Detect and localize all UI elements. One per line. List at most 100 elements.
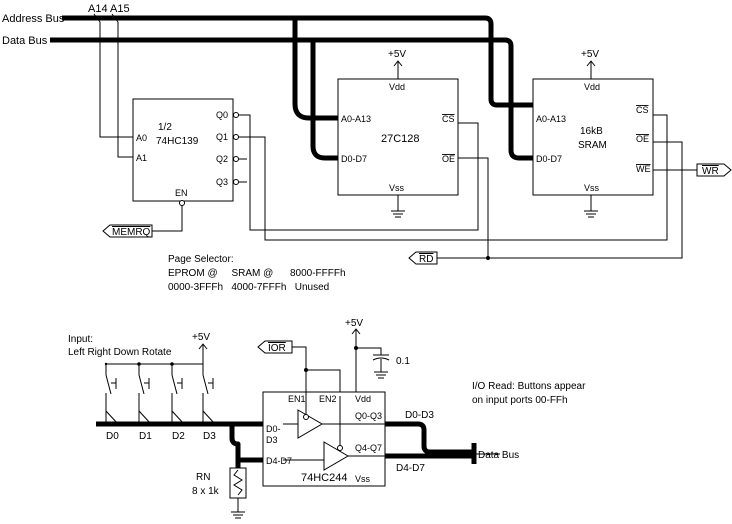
rd-tag xyxy=(408,251,438,265)
eprom-data: D0-D7 xyxy=(341,154,367,164)
eprom-supply-arrow xyxy=(393,60,403,79)
buffer-en2: EN2 xyxy=(319,394,337,404)
buffer-out-low: Q0-Q3 xyxy=(355,411,382,421)
decoder-q2: Q2 xyxy=(216,154,228,164)
sram-vss: Vss xyxy=(584,183,600,193)
button-supply-rail xyxy=(106,358,204,365)
address-taps xyxy=(93,13,133,158)
decoder-q0: Q0 xyxy=(216,110,228,120)
q1-bubble xyxy=(233,134,239,140)
ior-enable-wire xyxy=(292,346,341,392)
page-selector-row2: 0000-3FFFh 4000-7FFFh Unused xyxy=(168,282,329,293)
memrq-label: MEMRQ xyxy=(112,227,151,238)
eprom-oe: OE xyxy=(442,154,455,164)
rd-label: RD xyxy=(419,254,433,265)
data-bus-top xyxy=(50,37,533,161)
sram-oe: OE xyxy=(636,134,649,144)
ior-label: IOR xyxy=(268,343,286,354)
decoupling-cap xyxy=(355,343,390,392)
eprom-ground xyxy=(391,195,405,218)
buffer-vdd: Vdd xyxy=(355,394,371,404)
a14-label: A14 xyxy=(88,3,108,15)
eprom-vss: Vss xyxy=(389,183,405,193)
buffer-in-low-a: D0- xyxy=(266,424,281,434)
rn-ground xyxy=(231,498,245,519)
output-bus-d0-d3 xyxy=(385,421,474,455)
q0-bubble xyxy=(233,112,239,118)
eprom-supply: +5V xyxy=(388,49,406,60)
sram-label-1: 16kB xyxy=(580,126,603,137)
en1-bubble xyxy=(303,414,309,420)
sram-vdd: Vdd xyxy=(584,82,600,92)
input-bus-d4-d7 xyxy=(229,424,263,463)
cap-value: 0.1 xyxy=(396,356,410,367)
sram-supply: +5V xyxy=(581,49,599,60)
page-selector-row1: EPROM @ SRAM @ 8000-FFFFh xyxy=(168,268,346,279)
input-title: Input: xyxy=(68,334,93,345)
decoder-en: EN xyxy=(175,188,188,198)
input-supply: +5V xyxy=(192,332,210,343)
input-subtitle: Left Right Down Rotate xyxy=(68,347,172,358)
rn-value: 8 x 1k xyxy=(192,486,220,497)
buffer-in-low-b: D3 xyxy=(266,435,278,445)
memrq-tag xyxy=(102,224,153,238)
decoder-74hc139 xyxy=(132,98,234,202)
input-d1: D1 xyxy=(139,431,152,442)
wire-q0-eprom-cs xyxy=(238,114,479,231)
wire-rd-sram-oe xyxy=(488,141,683,259)
wire-rd-eprom-oe xyxy=(437,157,489,259)
output-data-bus-label: Data Bus xyxy=(478,450,519,461)
rn-label: RN xyxy=(196,472,210,483)
wire-q1-sram-cs xyxy=(238,114,668,241)
address-bus-label: Address Bus xyxy=(2,13,65,25)
eprom-name: 27C128 xyxy=(381,133,420,145)
eprom-cs: CS xyxy=(442,114,455,124)
sram-cs: CS xyxy=(636,105,649,115)
q2-bubble xyxy=(233,156,239,162)
cap-junction xyxy=(354,346,358,350)
a15-label: A15 xyxy=(110,3,130,15)
address-bus xyxy=(62,15,533,121)
sram-label-2: SRAM xyxy=(578,140,607,151)
decoder-label-1: 1/2 xyxy=(158,122,172,133)
sram-ground xyxy=(584,195,598,218)
buffer-supply-arrow xyxy=(351,328,361,343)
en-bubble xyxy=(179,200,185,206)
rd-junction xyxy=(486,256,490,260)
buffer-supply: +5V xyxy=(345,318,363,329)
decoder-label-2: 74HC139 xyxy=(156,136,199,147)
buffer-in-high: D4-D7 xyxy=(266,456,292,466)
buffer-name: 74HC244 xyxy=(301,472,347,484)
page-selector-title: Page Selector: xyxy=(168,254,234,265)
decoder-a1: A1 xyxy=(136,153,147,163)
data-bus-label: Data Bus xyxy=(2,35,48,47)
io-note-line2: on input ports 00-FFh xyxy=(472,395,568,406)
eprom-vdd: Vdd xyxy=(389,82,405,92)
sram-supply-arrow xyxy=(586,60,596,79)
decoder-q1: Q1 xyxy=(216,132,228,142)
resistor-zigzag xyxy=(233,469,243,496)
input-d2: D2 xyxy=(172,431,185,442)
sram-data: D0-D7 xyxy=(536,154,562,164)
switch-bus-taps xyxy=(105,410,216,425)
decoder-q3: Q3 xyxy=(216,177,228,187)
sram-16kb xyxy=(532,78,654,196)
ior-junction xyxy=(304,368,308,372)
buffer-out-high: Q4-Q7 xyxy=(355,443,382,453)
input-d0: D0 xyxy=(106,431,119,442)
input-supply-arrow xyxy=(198,343,208,358)
buffer-en1: EN1 xyxy=(288,394,306,404)
wr-tag xyxy=(696,163,732,177)
sram-we: WE xyxy=(636,164,651,174)
wr-label: WR xyxy=(702,166,719,177)
bus-label-high: D4-D7 xyxy=(396,463,425,474)
eprom-addr: A0-A13 xyxy=(341,114,371,124)
button-switches xyxy=(104,362,214,423)
io-note-line1: I/O Read: Buttons appear xyxy=(472,381,586,392)
sram-addr: A0-A13 xyxy=(536,114,566,124)
input-d3: D3 xyxy=(203,431,216,442)
decoder-a0: A0 xyxy=(136,133,147,143)
buffer-vss: Vss xyxy=(355,474,371,484)
en2-bubble xyxy=(337,445,343,451)
